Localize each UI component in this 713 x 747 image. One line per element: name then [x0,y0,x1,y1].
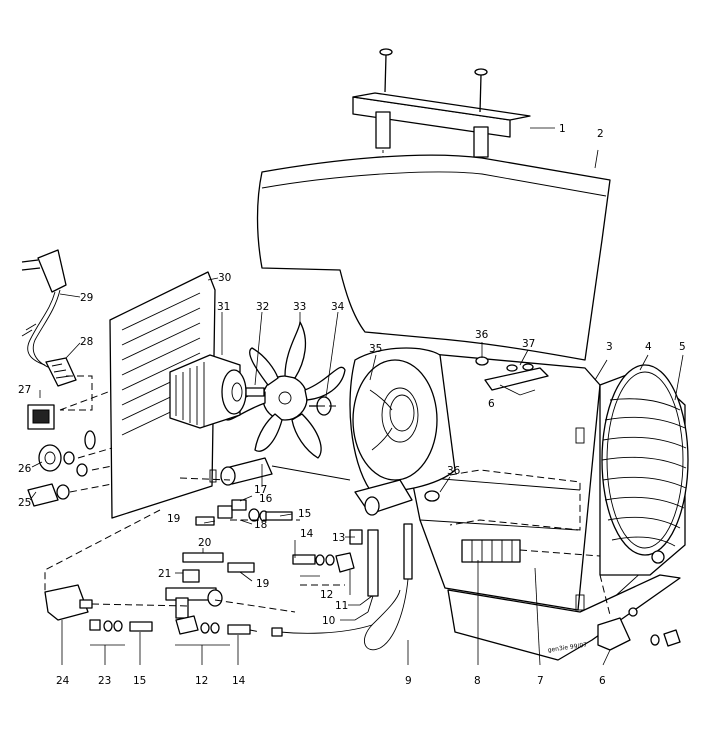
label-36-lower: 36 [447,465,461,477]
label-23: 23 [98,675,111,687]
fan-motor [169,354,265,429]
power-cord [21,249,67,369]
label-29: 29 [80,292,93,304]
label-20: 20 [198,537,211,549]
gas-inlet-fitting [27,430,96,507]
fittings-cluster-lower [89,619,153,632]
label-37: 37 [522,338,535,350]
label-30: 30 [218,272,231,284]
label-14-lower: 14 [232,675,246,687]
cable-gland [45,357,77,387]
label-3: 3 [606,341,613,353]
label-21: 21 [158,568,171,580]
label-36-upper: 36 [475,329,489,341]
label-10: 10 [322,615,335,627]
label-8: 8 [474,675,481,687]
label-7: 7 [537,675,544,687]
label-11: 11 [335,600,348,612]
label-27: 27 [18,384,31,396]
fan-blade [224,321,346,459]
terminal-block [461,539,521,563]
label-16: 16 [259,493,273,505]
fittings-cluster-middle [182,552,255,583]
label-6-thermostat: 6 [599,675,606,687]
label-33: 33 [293,301,306,313]
safety-thermostat [597,607,681,651]
label-1: 1 [559,123,566,135]
front-guard [599,364,689,576]
label-17: 17 [254,484,267,496]
top-cover [256,154,611,361]
ignition-electrode [367,529,379,613]
label-18: 18 [254,519,267,531]
label-31: 31 [217,301,230,313]
label-4: 4 [645,341,652,353]
top-bracket [424,356,549,502]
burner-head [349,479,413,545]
thermocouple [271,523,413,651]
label-5: 5 [679,341,686,353]
label-15-lower: 15 [133,675,146,687]
thermostat-knob [38,444,75,472]
label-15-upper: 15 [298,508,311,520]
label-19-upper: 19 [167,513,180,525]
handle-screws [379,48,488,113]
label-34: 34 [331,301,345,313]
label-6-bracket: 6 [488,398,495,410]
burner-nozzle [220,457,351,486]
label-19-lower: 19 [256,578,269,590]
label-13: 13 [332,532,345,544]
label-26: 26 [18,463,32,475]
label-25: 25 [18,497,31,509]
label-24: 24 [56,675,70,687]
gas-valve [44,584,93,621]
label-2: 2 [597,128,604,140]
label-14-upper: 14 [300,528,314,540]
part-number-labels: 1 2 3 4 5 6 6 7 8 9 10 11 12 12 13 14 14… [18,123,686,687]
elbow-fitting-assembly [292,552,355,573]
label-12-lower: 12 [195,675,208,687]
rocker-switch [27,404,55,430]
label-28: 28 [80,336,93,348]
label-9: 9 [405,675,412,687]
label-12-upper: 12 [320,589,333,601]
bracket-slots [121,292,201,436]
label-35: 35 [369,343,382,355]
tee-fitting-assembly [165,587,251,635]
fan-shroud [349,347,456,492]
fittings-cluster-upper [195,499,293,526]
assembly-lines [44,375,611,633]
label-32: 32 [256,301,269,313]
leader-lines [29,127,684,666]
